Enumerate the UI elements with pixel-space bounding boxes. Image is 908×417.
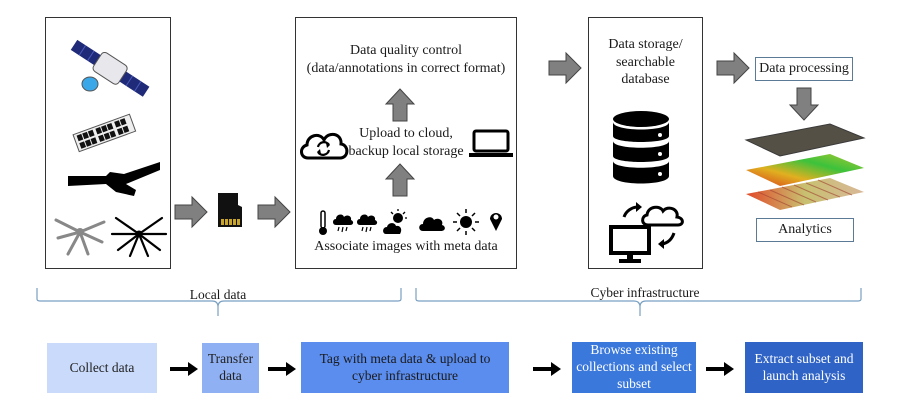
- octocopter-icon: [110, 216, 168, 258]
- analytics-box: Analytics: [756, 218, 854, 242]
- cyber-infrastructure-label: Cyber infrastructure: [590, 285, 700, 300]
- arrow-up-icon: [384, 163, 416, 197]
- arrow-right-icon: [170, 362, 198, 376]
- storage-title-line3: database: [621, 72, 670, 87]
- cloud-sync-icon: [300, 132, 349, 160]
- rain-cloud-icon: [357, 214, 378, 233]
- cubesat-icon: [72, 113, 137, 153]
- arrow-down-icon: [788, 87, 820, 121]
- step-label: Collect data: [69, 359, 135, 375]
- thermometer-icon: [319, 210, 327, 235]
- arrow-right-icon: [533, 362, 561, 376]
- cyber-infrastructure-bracket: [415, 288, 862, 316]
- arrow-right-icon: [706, 362, 734, 376]
- quality-title-line2: (data/annotations in correct format): [306, 60, 506, 76]
- step-label: launch analysis: [762, 367, 846, 383]
- local-data-bracket: [36, 288, 402, 316]
- laptop-icon: [469, 129, 513, 157]
- local-data-label: Local data: [189, 287, 247, 302]
- data-processing-box: Data processing: [755, 57, 853, 81]
- cloud-sync-computer-icon: [609, 202, 684, 263]
- satellite-icon: [70, 39, 150, 97]
- associate-text: Associate images with meta data: [314, 239, 498, 254]
- step-label: Extract subset and: [754, 350, 854, 366]
- step-label: Transfer: [207, 351, 254, 367]
- quality-title-line1: Data quality control: [350, 43, 462, 58]
- upload-text-line1: Upload to cloud,: [359, 126, 453, 141]
- fixed-wing-drone-icon: [68, 162, 160, 196]
- quality-title: Data quality control (data/annotations i…: [297, 42, 515, 77]
- sun-icon: [453, 209, 479, 235]
- arrow-up-icon: [384, 88, 416, 122]
- sd-card-icon: [218, 193, 242, 227]
- arrow-right-icon: [548, 51, 582, 85]
- storage-title: Data storage/ searchable database: [590, 36, 701, 89]
- cloud-icon: [419, 217, 445, 231]
- storage-title-line1: Data storage/: [608, 37, 683, 52]
- analytics-layers-icon: [744, 123, 866, 210]
- step-label: Tag with meta data & upload to: [319, 350, 491, 366]
- step-label: Browse existing: [590, 342, 678, 358]
- arrow-right-icon: [268, 362, 296, 376]
- step-label: collections and select subset: [576, 359, 692, 391]
- upload-text: Upload to cloud, backup local storage: [340, 125, 472, 160]
- step-label: data: [219, 368, 242, 383]
- partly-cloudy-icon: [383, 209, 407, 234]
- upload-text-line2: backup local storage: [348, 143, 464, 159]
- storage-title-line2: searchable: [615, 54, 676, 70]
- step-collect-data: Collect data: [47, 343, 157, 393]
- quadcopter-icon: [54, 218, 106, 256]
- database-icon: [613, 111, 669, 184]
- step-label: cyber infrastructure: [351, 367, 459, 383]
- location-pin-icon: [490, 213, 502, 231]
- rain-cloud-icon: [333, 214, 354, 233]
- arrow-right-icon: [257, 195, 291, 229]
- arrow-right-icon: [174, 195, 208, 229]
- arrow-right-icon: [716, 51, 750, 85]
